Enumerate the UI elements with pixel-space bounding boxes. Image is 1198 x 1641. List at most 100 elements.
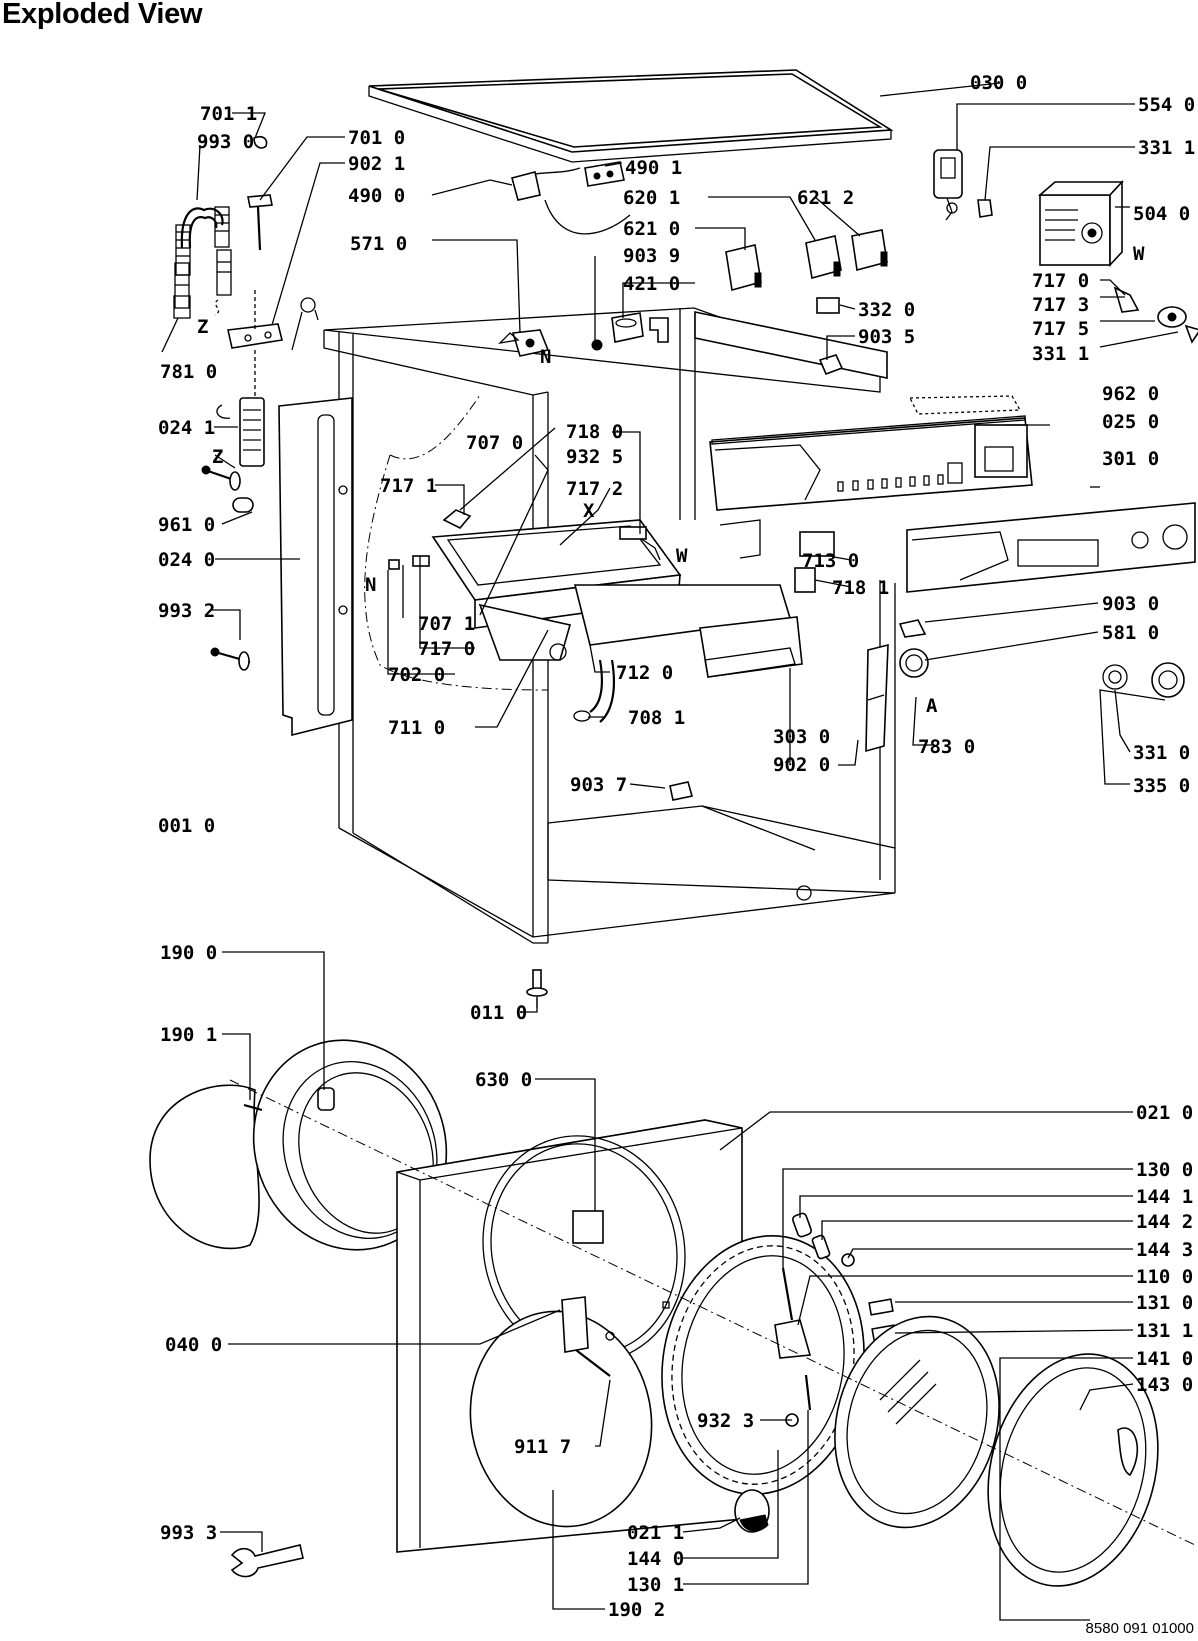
part-label: 571 0 — [350, 233, 407, 255]
part-label: 717 0 — [1032, 270, 1089, 292]
part-label: 713 0 — [802, 550, 859, 572]
leader-lines — [161, 82, 1179, 1621]
part-label: 717 2 — [566, 478, 623, 500]
part-label: 902 1 — [348, 153, 405, 175]
damper-part — [247, 135, 319, 351]
part-label: 332 0 — [858, 299, 915, 321]
part-label: 001 0 — [158, 815, 215, 837]
part-label: 190 0 — [160, 942, 217, 964]
part-label: 718 0 — [566, 421, 623, 443]
ref-letter: X — [583, 500, 595, 522]
part-label: 131 1 — [1136, 1320, 1193, 1342]
part-label: 021 1 — [627, 1522, 684, 1544]
part-label: 141 0 — [1136, 1348, 1193, 1370]
part-label: 554 0 — [1138, 94, 1195, 116]
ref-letter: W — [676, 545, 688, 567]
part-label: 130 0 — [1136, 1159, 1193, 1181]
part-label: 993 3 — [160, 1522, 217, 1544]
part-label: 024 1 — [158, 417, 215, 439]
part-label: 911 7 — [514, 1436, 571, 1458]
hose-and-springs-part — [173, 206, 232, 319]
part-label: 490 1 — [625, 157, 682, 179]
page-title: Exploded View — [2, 0, 203, 30]
part-label: 717 1 — [380, 475, 437, 497]
part-label: 717 3 — [1032, 294, 1089, 316]
part-label: 993 2 — [158, 600, 215, 622]
part-label: 303 0 — [773, 726, 830, 748]
part-label: 701 1 — [200, 103, 257, 125]
hose-part — [573, 659, 615, 723]
filter-part — [725, 229, 888, 292]
part-label: 024 0 — [158, 549, 215, 571]
programmer-part — [1037, 179, 1198, 344]
part-label: 962 0 — [1102, 383, 1159, 405]
part-label: 144 2 — [1136, 1211, 1193, 1233]
spanner-tool-part — [230, 1544, 304, 1578]
ref-letter: A — [926, 695, 938, 717]
door-glass-part — [834, 1315, 1159, 1587]
side-panel-part — [278, 397, 353, 737]
document-number: 8580 091 01000 — [1085, 1620, 1194, 1637]
part-label: 190 1 — [160, 1024, 217, 1046]
foot-part — [526, 969, 548, 1008]
part-label: 620 1 — [623, 187, 680, 209]
reference-letters: Z Z N N X W W A — [197, 243, 1145, 717]
ref-letter: N — [365, 574, 376, 596]
ref-letter: W — [1133, 243, 1145, 265]
part-label: 301 0 — [1102, 448, 1159, 470]
part-label: 702 0 — [388, 664, 445, 686]
front-fascia-part — [906, 502, 1196, 593]
part-label: 712 0 — [616, 662, 673, 684]
part-label: 903 7 — [570, 774, 627, 796]
part-label: 630 0 — [475, 1069, 532, 1091]
part-label: 144 3 — [1136, 1239, 1193, 1261]
part-label: 030 0 — [970, 72, 1027, 94]
part-label: 331 1 — [1138, 137, 1195, 159]
part-label: 717 5 — [1032, 318, 1089, 340]
front-panel-part — [396, 1119, 743, 1553]
part-label: 707 1 — [418, 613, 475, 635]
part-label: 025 0 — [1102, 411, 1159, 433]
part-label: 421 0 — [623, 273, 680, 295]
part-label: 993 0 — [197, 131, 254, 153]
axis-lines — [229, 1079, 1196, 1546]
bracket-part — [227, 290, 283, 400]
valve-part — [498, 312, 669, 357]
tub-weight-part — [216, 397, 265, 467]
part-label: 903 9 — [623, 245, 680, 267]
dispenser-housing-part — [431, 519, 803, 678]
part-label: 331 1 — [1032, 343, 1089, 365]
control-panel-part — [709, 395, 1033, 511]
part-label: 903 0 — [1102, 593, 1159, 615]
part-label: 707 0 — [466, 432, 523, 454]
part-label: 781 0 — [160, 361, 217, 383]
part-label: 621 2 — [797, 187, 854, 209]
part-label: 011 0 — [470, 1002, 527, 1024]
part-label: 331 0 — [1133, 742, 1190, 764]
part-label: 190 2 — [608, 1599, 665, 1621]
cabinet-part — [323, 307, 896, 944]
screw-part — [201, 465, 254, 671]
part-label: 581 0 — [1102, 622, 1159, 644]
part-label: 621 0 — [623, 218, 680, 240]
part-label: 701 0 — [348, 127, 405, 149]
part-label: 717 0 — [418, 638, 475, 660]
part-number-labels: 030 0 554 0 331 1 701 1 993 0 701 0 902 … — [158, 72, 1195, 1621]
ref-letter: Z — [212, 446, 223, 468]
part-label: 961 0 — [158, 514, 215, 536]
part-label: 708 1 — [628, 707, 685, 729]
part-label: 504 0 — [1133, 203, 1190, 225]
part-label: 144 0 — [627, 1548, 684, 1570]
ref-letter: N — [540, 346, 551, 368]
part-label: 143 0 — [1136, 1374, 1193, 1396]
part-label: 932 5 — [566, 446, 623, 468]
ref-letter: Z — [197, 316, 208, 338]
part-label: 021 0 — [1136, 1102, 1193, 1124]
part-label: 335 0 — [1133, 775, 1190, 797]
part-label: 130 1 — [627, 1574, 684, 1596]
part-label: 718 1 — [832, 577, 889, 599]
part-label: 783 0 — [918, 736, 975, 758]
part-label: 040 0 — [165, 1334, 222, 1356]
